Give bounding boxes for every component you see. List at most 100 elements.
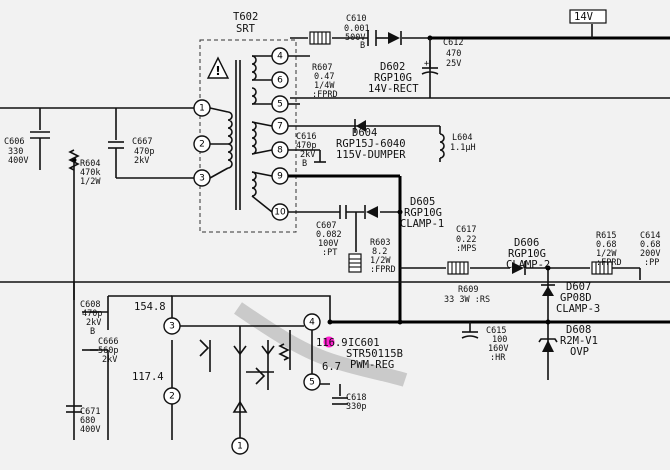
voltage-pin5: 6.7 — [322, 361, 341, 373]
c616-value: 470p — [296, 141, 316, 151]
c612-ref: C612 — [443, 38, 463, 48]
svg-text:3: 3 — [169, 322, 175, 332]
d605-symbol — [364, 205, 378, 219]
d604-role: 115V-DUMPER — [336, 149, 406, 161]
c614-value: 0.68 — [640, 240, 660, 250]
r615-watt: 1/2W — [596, 249, 617, 259]
c614-voltage: 200V — [640, 249, 660, 259]
r609-value: 33 3W :RS — [444, 295, 490, 305]
c608-value: 470p — [82, 309, 102, 319]
ic601-outline — [90, 295, 348, 440]
c610-value: 0.001 — [344, 24, 370, 34]
d605-ref: D605 — [410, 196, 435, 208]
c615-ref: C615 — [486, 326, 506, 336]
ic601-pin-4: 4 — [303, 313, 321, 331]
svg-text:+: + — [424, 59, 429, 69]
c617-ref: C617 — [456, 225, 476, 235]
c616-voltage: 2kV — [300, 150, 315, 160]
left-input-wiring — [0, 107, 194, 440]
t602-pin-5: 5 — [271, 95, 289, 113]
t602-pin-8: 8 — [271, 141, 289, 159]
secondary-wiring — [288, 55, 440, 322]
rail-14v-tag — [569, 9, 607, 24]
c606-value: 330 — [8, 147, 23, 157]
t602-pin-6: 6 — [271, 71, 289, 89]
r603-ref: R603 — [370, 238, 390, 248]
c618-ref: C618 — [346, 393, 366, 403]
d602-symbol — [388, 31, 402, 45]
c618-value: 330p — [346, 402, 366, 412]
t602-pin-10: 10 — [271, 203, 289, 221]
t602-type: SRT — [236, 23, 256, 35]
r603-type: :FPRD — [370, 265, 396, 275]
ic601-transistors — [199, 339, 290, 413]
d606-ref: D606 — [514, 237, 539, 249]
r615-ref: R615 — [596, 231, 616, 241]
ic601-pin-5: 5 — [303, 373, 321, 391]
r615-type: :FPRD — [596, 258, 622, 268]
d607-part: GP08D — [560, 292, 592, 304]
svg-text:1: 1 — [237, 442, 243, 452]
c610-ref: C610 — [346, 14, 366, 24]
c615-type: :HR — [490, 353, 506, 363]
ic601-junction — [327, 319, 333, 325]
c606-voltage: 400V — [8, 156, 28, 166]
ic601-part: STR50115B — [346, 348, 403, 360]
svg-text:6: 6 — [277, 76, 283, 86]
ic601-ref: IC601 — [348, 337, 380, 349]
d604-ref: D604 — [352, 127, 377, 139]
d604-symbol — [354, 119, 366, 133]
c612-value: 470 — [446, 49, 461, 59]
c616-type: B — [302, 159, 307, 169]
c610-voltage: 500V — [345, 33, 365, 43]
c607-voltage: 100V — [318, 239, 338, 249]
c608-type: B — [90, 327, 95, 337]
c666-voltage: 2kV — [102, 355, 117, 365]
t602-ref: T602 — [233, 11, 258, 23]
svg-text:2: 2 — [199, 140, 205, 150]
svg-text:1: 1 — [199, 104, 205, 114]
c666-ref: C666 — [98, 337, 118, 347]
svg-text:10: 10 — [274, 208, 286, 218]
svg-text:4: 4 — [309, 318, 315, 328]
d606-role: CLAMP-2 — [506, 259, 550, 271]
rail-14v-label: 14V — [574, 11, 594, 23]
d606-part: RGP10G — [508, 248, 546, 260]
d602-ref: D602 — [380, 61, 405, 73]
c614-ref: C614 — [640, 231, 660, 241]
c671-voltage: 400V — [80, 425, 100, 435]
l604-ref: L604 — [452, 133, 472, 143]
c614-type: :PP — [644, 258, 659, 268]
d605-role: CLAMP-1 — [400, 218, 444, 230]
c607-value: 0.082 — [316, 230, 342, 240]
r615-value: 0.68 — [596, 240, 616, 250]
c616-ref: C616 — [296, 132, 316, 142]
c666-value: 560p — [98, 346, 118, 356]
svg-text:5: 5 — [309, 378, 315, 388]
svg-text:!: ! — [215, 64, 220, 78]
svg-text:2: 2 — [169, 392, 175, 402]
clamp-wiring — [330, 265, 670, 380]
c608-ref: C608 — [80, 300, 100, 310]
c615-value: 100 — [492, 335, 507, 345]
voltage-pin4: 116.9 — [316, 337, 348, 349]
r609-ref: R609 — [458, 285, 478, 295]
ic601-role: PWM-REG — [350, 359, 394, 371]
c671-ref: C671 — [80, 407, 100, 417]
voltage-pin2: 117.4 — [132, 371, 164, 383]
voltage-pin3: 154.8 — [134, 301, 166, 313]
ic601-pin-1: 1 — [231, 437, 249, 455]
d602-role: 14V-RECT — [368, 83, 419, 95]
svg-text:8: 8 — [277, 146, 283, 156]
r604-symbol — [68, 149, 80, 171]
t602-pin-1: 1 — [193, 99, 211, 117]
t602-pin-2: 2 — [193, 135, 211, 153]
c615-voltage: 160V — [488, 344, 508, 354]
d606-symbol — [512, 261, 526, 275]
r607-symbol — [309, 31, 331, 45]
t602-pin-9: 9 — [271, 167, 289, 185]
d602-part: RGP10G — [374, 72, 412, 84]
c667-value: 470p — [134, 147, 154, 157]
c612-symbol: + — [421, 59, 439, 75]
